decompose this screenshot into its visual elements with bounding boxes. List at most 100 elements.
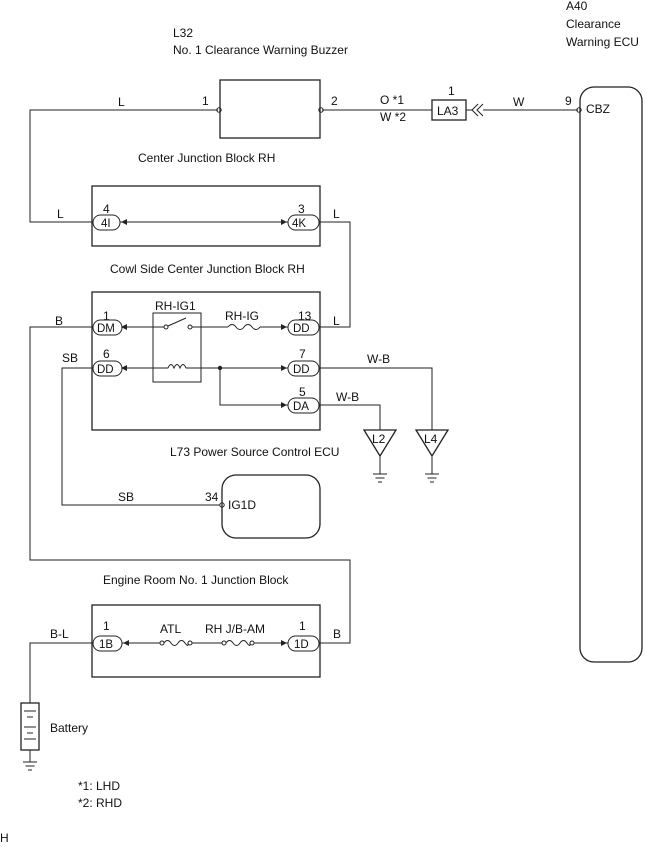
wire-buzzer-to-center-left	[29, 109, 218, 223]
ecu-body	[579, 86, 643, 663]
clearance-warning-buzzer: L32 No. 1 Clearance Warning Buzzer 1 2	[173, 26, 348, 139]
wire-cowl-dm-to-engine-1d	[29, 326, 351, 644]
center-jb-right-conn: 4K	[292, 218, 306, 230]
ground-l2-label: L2	[372, 432, 386, 446]
engine-fuse2-label: RH J/B-AM	[205, 622, 265, 636]
power-ecu-body	[221, 474, 321, 539]
note-lhd: *1: LHD	[78, 779, 120, 793]
relay-label: RH-IG1	[155, 299, 196, 313]
cowl-jb-body	[91, 291, 321, 431]
fuse-symbol	[227, 324, 261, 330]
center-jb-left-pin: 4	[103, 202, 110, 216]
engine-room-junction-block: Engine Room No. 1 Junction Block 1 1B 1 …	[91, 573, 321, 678]
cowl-r3-conn: DA	[293, 401, 309, 413]
ecu-code: A40	[566, 0, 588, 13]
buzzer-name: No. 1 Clearance Warning Buzzer	[173, 43, 348, 57]
cowl-r1-conn-pill	[287, 319, 320, 336]
ground-l4-triangle	[414, 429, 450, 458]
engine-jb-left-conn: 1B	[99, 639, 113, 651]
buzzer-body	[219, 79, 321, 139]
wire-label-buzzer-right-b: W *2	[380, 110, 406, 124]
wire-engine-to-battery	[29, 642, 92, 703]
center-junction-block: Center Junction Block RH 4 4I 3 4K	[91, 151, 321, 247]
la3-connector-symbol	[471, 103, 484, 117]
engine-jb-name: Engine Room No. 1 Junction Block	[103, 573, 289, 587]
wire-cowl-dd-to-power-ecu	[61, 367, 220, 506]
wire-label-buzzer-left: L	[118, 95, 125, 109]
ecu-name-line1: Clearance	[566, 17, 621, 31]
wire-cowl-to-l4	[320, 367, 433, 430]
center-jb-body	[91, 185, 321, 247]
wire-label-center-left: L	[57, 207, 64, 221]
cowl-l2-conn: DD	[97, 364, 114, 376]
cowl-l2-pin: 6	[103, 347, 110, 361]
cowl-l1-pin: 1	[103, 309, 110, 323]
ground-l2: L2	[362, 429, 398, 483]
cowl-l1-conn: DM	[97, 323, 115, 335]
relay-box	[152, 312, 202, 383]
connector-la3: 1 LA3	[431, 84, 484, 121]
ground-l2-triangle	[362, 429, 398, 458]
terminal-dot	[216, 107, 222, 113]
wire-cowl-to-l2	[320, 404, 381, 430]
fuse-atl-symbol	[163, 640, 189, 646]
cowl-r3-pin: 5	[299, 385, 306, 399]
power-ecu-name: L73 Power Source Control ECU	[170, 445, 339, 459]
ground-icon	[23, 750, 37, 771]
cowl-junction-block: Cowl Side Center Junction Block RH RH-IG…	[91, 262, 321, 431]
buzzer-pin-left: 1	[202, 94, 209, 108]
battery: Battery	[20, 702, 88, 771]
battery-icon	[24, 710, 36, 740]
wire-label-center-right: L	[333, 207, 340, 221]
terminal-dot	[576, 107, 582, 113]
ground-l4: L4	[414, 429, 450, 483]
fuse-label: RH-IG	[225, 309, 259, 323]
power-source-control-ecu: L73 Power Source Control ECU 34 IG1D	[170, 445, 339, 539]
engine-jb-right-conn: 1D	[294, 639, 309, 651]
ecu-name-line2: Warning ECU	[566, 35, 639, 49]
wire-label-buzzer-right-a: O *1	[380, 93, 404, 107]
cowl-jb-internal-wire	[219, 368, 288, 406]
wire-label-ground-l4: W-B	[367, 352, 390, 366]
cowl-r3-conn-pill	[287, 397, 320, 414]
relay-coil	[120, 364, 288, 370]
cowl-r2-conn: DD	[293, 364, 310, 376]
cowl-jb-name: Cowl Side Center Junction Block RH	[110, 262, 305, 276]
la3-code: LA3	[437, 104, 459, 118]
terminal-dot	[219, 502, 225, 508]
clearance-warning-ecu: A40 Clearance Warning ECU 9 CBZ	[565, 0, 643, 663]
power-ecu-pin: 34	[205, 490, 219, 504]
wire-label-engine-left: B-L	[50, 627, 69, 641]
buzzer-code: L32	[173, 26, 193, 40]
ground-l4-label: L4	[424, 432, 438, 446]
ecu-terminal: CBZ	[586, 102, 610, 116]
center-jb-right-pin: 3	[298, 202, 305, 216]
engine-jb-right-pin: 1	[299, 619, 306, 633]
wire-label-la3-ecu: W	[513, 95, 525, 109]
engine-jb-body	[91, 604, 321, 678]
wire-label-engine-right: B	[333, 627, 341, 641]
la3-pin: 1	[448, 84, 455, 98]
wire-label-ecu-sb: SB	[118, 490, 134, 504]
ecu-pin: 9	[565, 94, 572, 108]
battery-label: Battery	[50, 721, 88, 735]
power-ecu-terminal: IG1D	[228, 498, 256, 512]
cowl-r2-pin: 7	[299, 347, 306, 361]
engine-fuse1-label: ATL	[160, 622, 181, 636]
buzzer-pin-right: 2	[331, 94, 338, 108]
note-rhd: *2: RHD	[78, 796, 122, 810]
wire-label-ground-l2: W-B	[336, 390, 359, 404]
center-jb-left-conn: 4I	[101, 218, 111, 230]
fuse-rh-jb-am-symbol	[225, 640, 251, 646]
wire-label-cowl-b: B	[55, 314, 63, 328]
ground-icon	[373, 456, 387, 483]
wire-label-cowl-13: L	[333, 314, 340, 328]
wire-center-to-cowl	[320, 221, 351, 328]
corner-mark: H	[0, 831, 9, 845]
cowl-r2-conn-pill	[287, 360, 320, 377]
terminal-dot	[318, 107, 324, 113]
wire-label-cowl-sb: SB	[62, 351, 78, 365]
cowl-r1-conn: DD	[293, 323, 310, 335]
ground-icon	[425, 456, 439, 483]
